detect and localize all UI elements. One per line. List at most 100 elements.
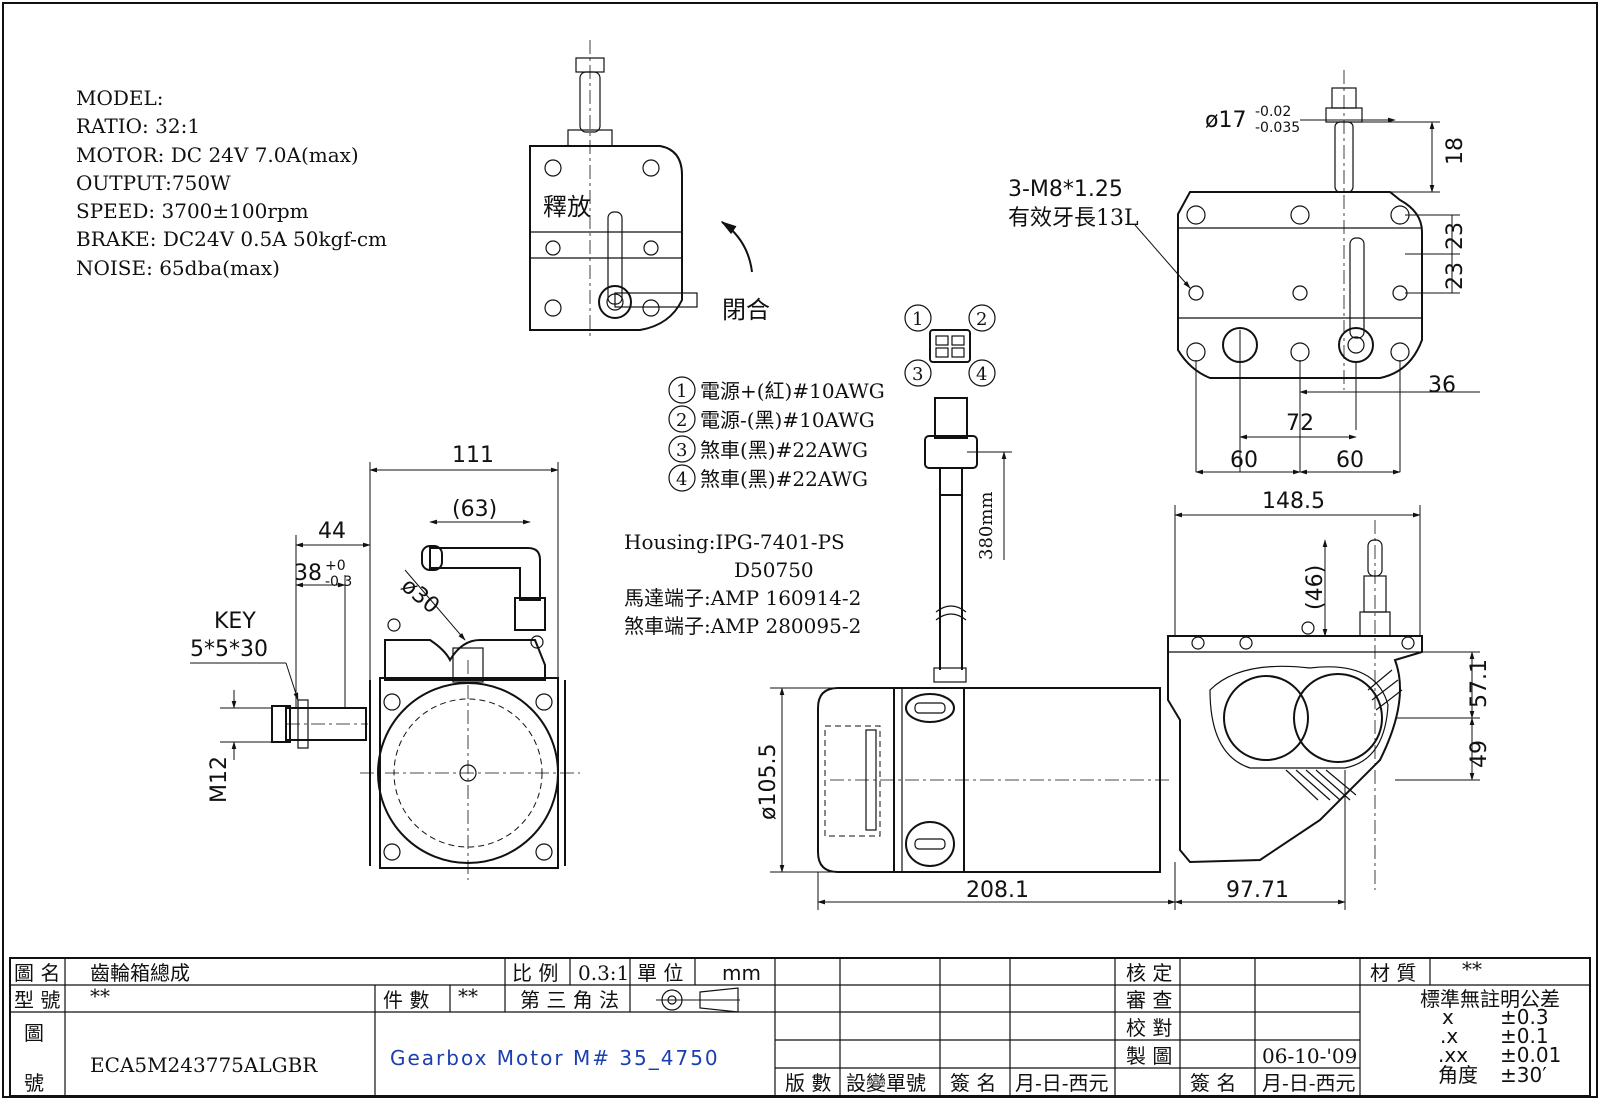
pin-3: 3 bbox=[912, 364, 923, 385]
wiring-item-4: 煞車(黑)#22AWG bbox=[700, 467, 868, 491]
dim-60b: 60 bbox=[1336, 448, 1364, 473]
housing-line-4: 煞車端子:AMP 280095-2 bbox=[624, 614, 861, 638]
unit-value: mm bbox=[722, 961, 761, 985]
thread-length: 有效牙長13L bbox=[1008, 206, 1139, 231]
tol-key-3: .xx bbox=[1438, 1043, 1468, 1067]
tol-val-4: ±30′ bbox=[1500, 1063, 1547, 1087]
spec-ratio: RATIO: 32:1 bbox=[76, 114, 200, 138]
dim-208: 208.1 bbox=[966, 878, 1029, 903]
dim-36: 36 bbox=[1428, 373, 1456, 398]
wiring-item-3: 煞車(黑)#22AWG bbox=[700, 438, 868, 462]
tolerance-table: x ±0.3 .x ±0.1 .xx ±0.01 角度 ±30′ bbox=[1438, 1005, 1561, 1087]
drawing-number: ECA5M243775ALGBR bbox=[90, 1053, 318, 1077]
brake-lever-view: 釋放 閉合 bbox=[529, 40, 770, 340]
connector-detail: 1 2 3 4 380mm bbox=[904, 304, 1012, 683]
spec-brake: BRAKE: DC24V 0.5A 50kgf-cm bbox=[76, 227, 387, 251]
pin-2: 2 bbox=[976, 309, 987, 330]
product-name: Gearbox Motor M# 35_4750 bbox=[390, 1046, 720, 1070]
dim-63: (63) bbox=[452, 497, 497, 522]
housing-line-3: 馬達端子:AMP 160914-2 bbox=[624, 586, 861, 610]
approve-label: 核 定 bbox=[1126, 961, 1172, 985]
dim-57: 57.1 bbox=[1467, 659, 1492, 708]
top-view: ø17 -0.02 -0.035 18 3-M8*1.25 有效牙長13L 23… bbox=[1008, 70, 1480, 475]
dim-60a: 60 bbox=[1230, 448, 1258, 473]
shaft-dia: ø17 bbox=[1205, 108, 1246, 133]
tol-key-4: 角度 bbox=[1438, 1063, 1478, 1087]
dim-38-lower: -0.3 bbox=[325, 574, 352, 590]
dim-105: ø105.5 bbox=[756, 744, 781, 820]
review-label: 審 查 bbox=[1126, 988, 1172, 1012]
tol-val-2: ±0.1 bbox=[1500, 1024, 1549, 1048]
drawing-name-label: 圖 名 bbox=[14, 961, 60, 985]
scale-value: 0.3:1 bbox=[578, 961, 629, 985]
model-label: 型 號 bbox=[14, 988, 60, 1012]
wiring-item-2: 電源-(黑)#10AWG bbox=[700, 408, 875, 432]
dim-38: 38 bbox=[294, 561, 322, 586]
dim-46: (46) bbox=[1303, 565, 1328, 610]
rev-header-date: 月-日-西元 bbox=[1015, 1071, 1109, 1095]
shaft-tol-lower: -0.035 bbox=[1255, 120, 1300, 136]
housing-line-2: D50750 bbox=[734, 558, 814, 582]
end-view: 111 (63) 44 38 +0 -0.3 ø30 KEY 5*5*30 M1… bbox=[190, 443, 580, 880]
date-label: 月-日-西元 bbox=[1262, 1071, 1356, 1095]
dim-148: 148.5 bbox=[1262, 489, 1325, 514]
draw-label: 製 圖 bbox=[1126, 1044, 1172, 1068]
pin-1: 1 bbox=[912, 309, 923, 330]
tolerance-title: 標準無註明公差 bbox=[1420, 987, 1560, 1011]
wiring-item-1: 電源+(紅)#10AWG bbox=[700, 379, 885, 403]
draw-date: 06-10-'09 bbox=[1262, 1044, 1357, 1068]
qty-value: ** bbox=[458, 984, 478, 1008]
tol-val-1: ±0.3 bbox=[1500, 1005, 1549, 1029]
wiring-num-1: 1 bbox=[676, 381, 687, 402]
shaft-tol-upper: -0.02 bbox=[1255, 104, 1291, 120]
spec-motor: MOTOR: DC 24V 7.0A(max) bbox=[76, 143, 359, 167]
spec-noise: NOISE: 65dba(max) bbox=[76, 256, 280, 280]
projection-label: 第 三 角 法 bbox=[520, 988, 619, 1012]
dim-m12: M12 bbox=[207, 756, 232, 803]
dim-23b: 23 bbox=[1443, 262, 1468, 290]
tol-val-3: ±0.01 bbox=[1500, 1043, 1561, 1067]
cable-length: 380mm bbox=[976, 492, 997, 561]
tol-key-2: .x bbox=[1440, 1024, 1458, 1048]
rotate-arrow-icon bbox=[720, 221, 753, 273]
dim-18: 18 bbox=[1443, 137, 1468, 165]
housing-notes: Housing:IPG-7401-PS D50750 馬達端子:AMP 1609… bbox=[624, 530, 861, 638]
wiring-num-2: 2 bbox=[676, 410, 687, 431]
spec-model: MODEL: bbox=[76, 86, 164, 110]
qty-label: 件 數 bbox=[383, 988, 429, 1012]
spec-list: MODEL: RATIO: 32:1 MOTOR: DC 24V 7.0A(ma… bbox=[76, 86, 387, 280]
spec-output: OUTPUT:750W bbox=[76, 171, 231, 195]
drawing-no-label-bottom: 號 bbox=[24, 1071, 44, 1095]
thread-spec: 3-M8*1.25 bbox=[1008, 177, 1123, 202]
key-label: KEY bbox=[214, 609, 256, 634]
drawing-name: 齒輪箱總成 bbox=[90, 961, 190, 985]
dim-23a: 23 bbox=[1443, 222, 1468, 250]
title-block: 圖 名 齒輪箱總成 比 例 0.3:1 單 位 mm 型 號 ** 件 數 **… bbox=[9, 957, 1591, 1097]
key-size: 5*5*30 bbox=[190, 637, 268, 662]
material-label: 材 質 bbox=[1370, 961, 1416, 985]
dim-72: 72 bbox=[1286, 411, 1314, 436]
pin-4: 4 bbox=[976, 364, 987, 385]
material-value: ** bbox=[1462, 957, 1482, 981]
sign-label: 簽 名 bbox=[1190, 1071, 1236, 1095]
rev-header-sign: 簽 名 bbox=[950, 1071, 996, 1095]
dim-30: ø30 bbox=[396, 573, 444, 619]
side-view: 148.5 (46) 57.1 49 ø105.5 208.1 97.71 bbox=[756, 489, 1492, 910]
dim-111: 111 bbox=[452, 443, 494, 468]
model-value: ** bbox=[90, 984, 110, 1008]
dim-44: 44 bbox=[318, 519, 346, 544]
scale-label: 比 例 bbox=[512, 961, 558, 985]
dim-97: 97.71 bbox=[1226, 878, 1289, 903]
unit-label: 單 位 bbox=[637, 961, 683, 985]
rev-header-change-no: 設變單號 bbox=[846, 1071, 926, 1095]
drawing-no-label-top: 圖 bbox=[24, 1021, 44, 1045]
close-label: 閉合 bbox=[722, 296, 770, 324]
wiring-list: 1 電源+(紅)#10AWG 2 電源-(黑)#10AWG 3 煞車(黑)#22… bbox=[668, 376, 885, 492]
release-label: 釋放 bbox=[543, 193, 591, 221]
check-label: 校 對 bbox=[1126, 1016, 1172, 1040]
third-angle-projection-icon bbox=[656, 987, 740, 1013]
spec-speed: SPEED: 3700±100rpm bbox=[76, 199, 309, 223]
tol-key-1: x bbox=[1442, 1005, 1454, 1029]
